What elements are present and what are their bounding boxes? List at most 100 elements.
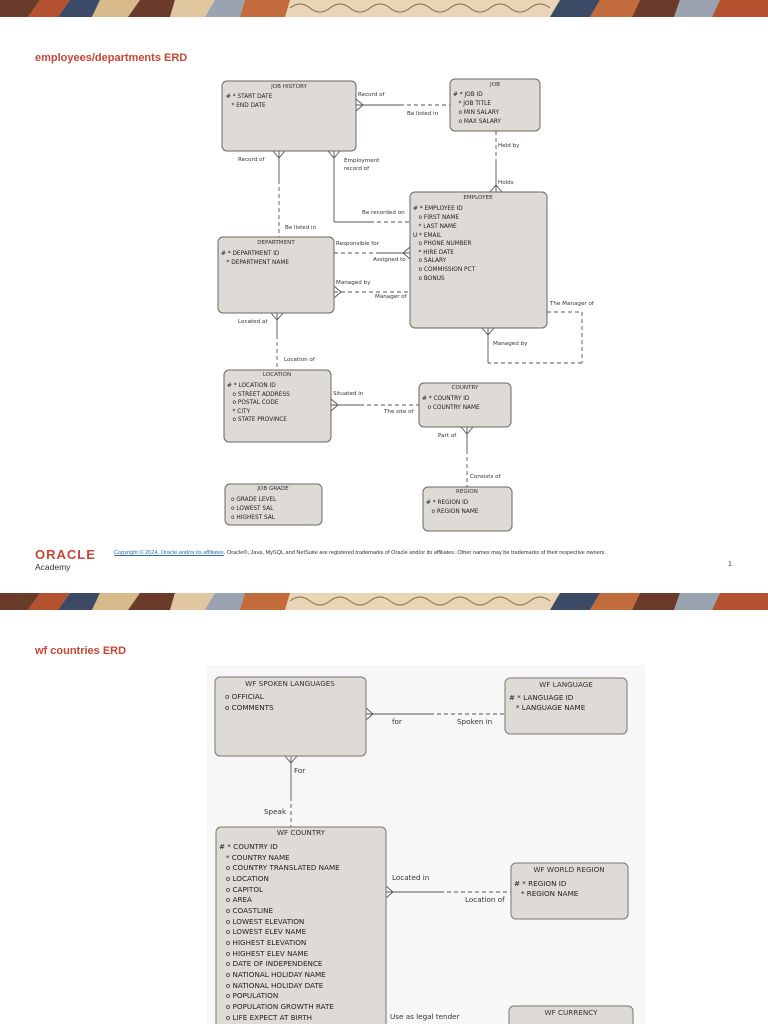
- entity-attr: # * EMPLOYEE ID: [413, 206, 463, 212]
- entity-job-grade: JOB GRADE o GRADE LEVEL o LOWEST SAL o H…: [224, 483, 323, 526]
- rel-managed-by-self: Managed by: [493, 341, 528, 347]
- entity-wf-spoken-languages: WF SPOKEN LANGUAGES o OFFICIAL o COMMENT…: [214, 676, 367, 757]
- entity-job-history: JOB HISTORY # * START DATE * END DATE: [221, 80, 357, 152]
- entity-attr: U * EMAIL: [413, 233, 442, 239]
- entity-attr: o COMMISSION PCT: [413, 267, 476, 273]
- entity-attr: o LIFE EXPECT AT BIRTH: [219, 1013, 312, 1022]
- entity-title: JOB GRADE: [256, 486, 289, 492]
- entity-attr: o COUNTRY TRANSLATED NAME: [219, 863, 340, 872]
- copyright-link[interactable]: Copyright © 2024, Oracle and/or its affi…: [114, 550, 224, 556]
- entity-wf-world-region: WF WORLD REGION # * REGION ID * REGION N…: [510, 862, 629, 920]
- entity-attr: # * LANGUAGE ID: [509, 693, 574, 702]
- entity-attr: o DATE OF INDEPENDENCE: [219, 959, 323, 968]
- rel-be-listed-in-mid: Be listed in: [285, 225, 317, 231]
- entity-attr: * HIRE DATE: [413, 250, 454, 256]
- entity-employee: EMPLOYEE # * EMPLOYEE ID o FIRST NAME * …: [409, 191, 548, 329]
- rel-holds: Holds: [498, 180, 514, 186]
- rel-responsible-for: Responsible for: [336, 241, 380, 247]
- entity-attr: o LOWEST ELEVATION: [219, 917, 304, 926]
- entity-attr: o MAX SALARY: [453, 119, 501, 125]
- entity-attr: * JOB TITLE: [453, 101, 491, 107]
- oracle-academy-logo: ORACLE Academy: [35, 548, 96, 572]
- entity-title: WF COUNTRY: [277, 828, 326, 837]
- entity-attr: # * LOCATION ID: [227, 383, 276, 389]
- academy-logo-text: Academy: [35, 562, 71, 572]
- rel-assigned-to: Assigned to: [373, 257, 406, 263]
- entity-attr: o HIGHEST ELEV NAME: [219, 949, 309, 958]
- entity-attr: o MIN SALARY: [453, 110, 500, 116]
- entity-wf-language: WF LANGUAGE # * LANGUAGE ID * LANGUAGE N…: [504, 677, 628, 735]
- entity-title: JOB HISTORY: [270, 84, 307, 90]
- entity-attr: o BONUS: [413, 276, 445, 282]
- entity-title: WF WORLD REGION: [533, 865, 604, 874]
- entity-attr: o SALARY: [413, 258, 447, 264]
- slide-title: wf countries ERD: [35, 645, 127, 657]
- entity-attr: o GRADE LEVEL: [231, 497, 277, 503]
- rel-consists-of: Consists of: [470, 474, 502, 480]
- entity-title: WF LANGUAGE: [539, 680, 593, 689]
- rel-spoken-in: Spoken in: [457, 717, 492, 726]
- entity-attr: * LANGUAGE NAME: [509, 703, 586, 712]
- entity-attr: o FIRST NAME: [413, 215, 459, 221]
- rel-manager-of: Manager of: [375, 294, 408, 300]
- entity-attr: o LOCATION: [219, 874, 269, 883]
- entity-attr: # * DEPARTMENT ID: [221, 251, 280, 257]
- entity-attr: # * COUNTRY ID: [219, 842, 278, 851]
- entity-attr: * CITY: [227, 409, 251, 415]
- rel-the-manager-of: The Manager of: [549, 301, 595, 307]
- rel-part-of: Part of: [438, 433, 457, 439]
- entity-attr: o OFFICIAL: [225, 692, 264, 701]
- rel-be-recorded-on: Be recorded on: [362, 210, 405, 216]
- entity-attr: o NATIONAL HOLIDAY DATE: [219, 981, 324, 990]
- entity-attr: o CAPITOL: [219, 885, 263, 894]
- copyright-text: . Oracle®, Java, MySQL and NetSuite are …: [223, 550, 606, 556]
- rel-for-right: for: [392, 717, 402, 726]
- rel-be-listed-in-top: Be listed in: [407, 111, 439, 117]
- entity-attr: * COUNTRY NAME: [219, 853, 290, 862]
- entity-attr: o HIGHEST ELEVATION: [219, 938, 306, 947]
- rel-employment-2: record of: [344, 166, 370, 172]
- entity-title: EMPLOYEE: [463, 195, 493, 201]
- entity-attr: * LAST NAME: [413, 224, 457, 230]
- entity-attr: o STREET ADDRESS: [227, 392, 290, 398]
- rel-the-site-of: The site of: [383, 409, 414, 415]
- rel-employment-1: Employment: [344, 158, 380, 164]
- rel-speak: Speak: [264, 807, 287, 816]
- slide-title: employees/departments ERD: [35, 52, 188, 64]
- entity-title: WF CURRENCY: [545, 1008, 599, 1017]
- entity-attr: o POSTAL CODE: [227, 400, 279, 406]
- rel-situated-in: Situated in: [333, 391, 364, 397]
- entity-title: WF SPOKEN LANGUAGES: [245, 679, 335, 688]
- entity-wf-currency: WF CURRENCY: [508, 1005, 634, 1024]
- entity-attr: o STATE PROVINCE: [227, 417, 287, 423]
- entity-title: DEPARTMENT: [257, 240, 295, 246]
- entity-region: REGION # * REGION ID o REGION NAME: [422, 486, 513, 532]
- entity-attr: o POPULATION GROWTH RATE: [219, 1002, 334, 1011]
- entity-attr: # * JOB ID: [453, 92, 483, 98]
- entity-job: JOB # * JOB ID * JOB TITLE o MIN SALARY …: [449, 78, 541, 132]
- entity-attr: o AREA: [219, 895, 252, 904]
- rel-record-of-left: Record of: [238, 157, 266, 163]
- entity-location: LOCATION # * LOCATION ID o STREET ADDRES…: [223, 369, 332, 443]
- entity-attr: * END DATE: [226, 103, 266, 109]
- entity-attr: o NATIONAL HOLIDAY NAME: [219, 970, 326, 979]
- entity-attr: o LOWEST SAL: [231, 506, 274, 512]
- entity-attr: # * COUNTRY ID: [422, 396, 470, 402]
- entity-attr: o HIGHEST SAL: [231, 515, 276, 521]
- entity-title: LOCATION: [263, 372, 291, 378]
- decorative-banner-second: [0, 593, 768, 610]
- entity-wf-country: WF COUNTRY # * COUNTRY ID * COUNTRY NAME…: [215, 826, 387, 1024]
- entity-attr: o PHONE NUMBER: [413, 241, 471, 247]
- entity-attr: * DEPARTMENT NAME: [221, 260, 289, 266]
- rel-for-vertical: For: [294, 766, 305, 775]
- rel-located-at: Located at: [238, 319, 268, 325]
- entity-attr: o COMMENTS: [225, 703, 274, 712]
- entity-attr: # * START DATE: [226, 94, 273, 100]
- rel-use-as-legal-tender: Use as legal tender: [390, 1012, 460, 1021]
- entity-title: REGION: [456, 489, 478, 495]
- entity-country: COUNTRY # * COUNTRY ID o COUNTRY NAME: [418, 382, 512, 428]
- rel-record-of-top: Record of: [358, 92, 386, 98]
- rel-location-of: Location of: [465, 895, 505, 904]
- entity-title: JOB: [489, 82, 500, 88]
